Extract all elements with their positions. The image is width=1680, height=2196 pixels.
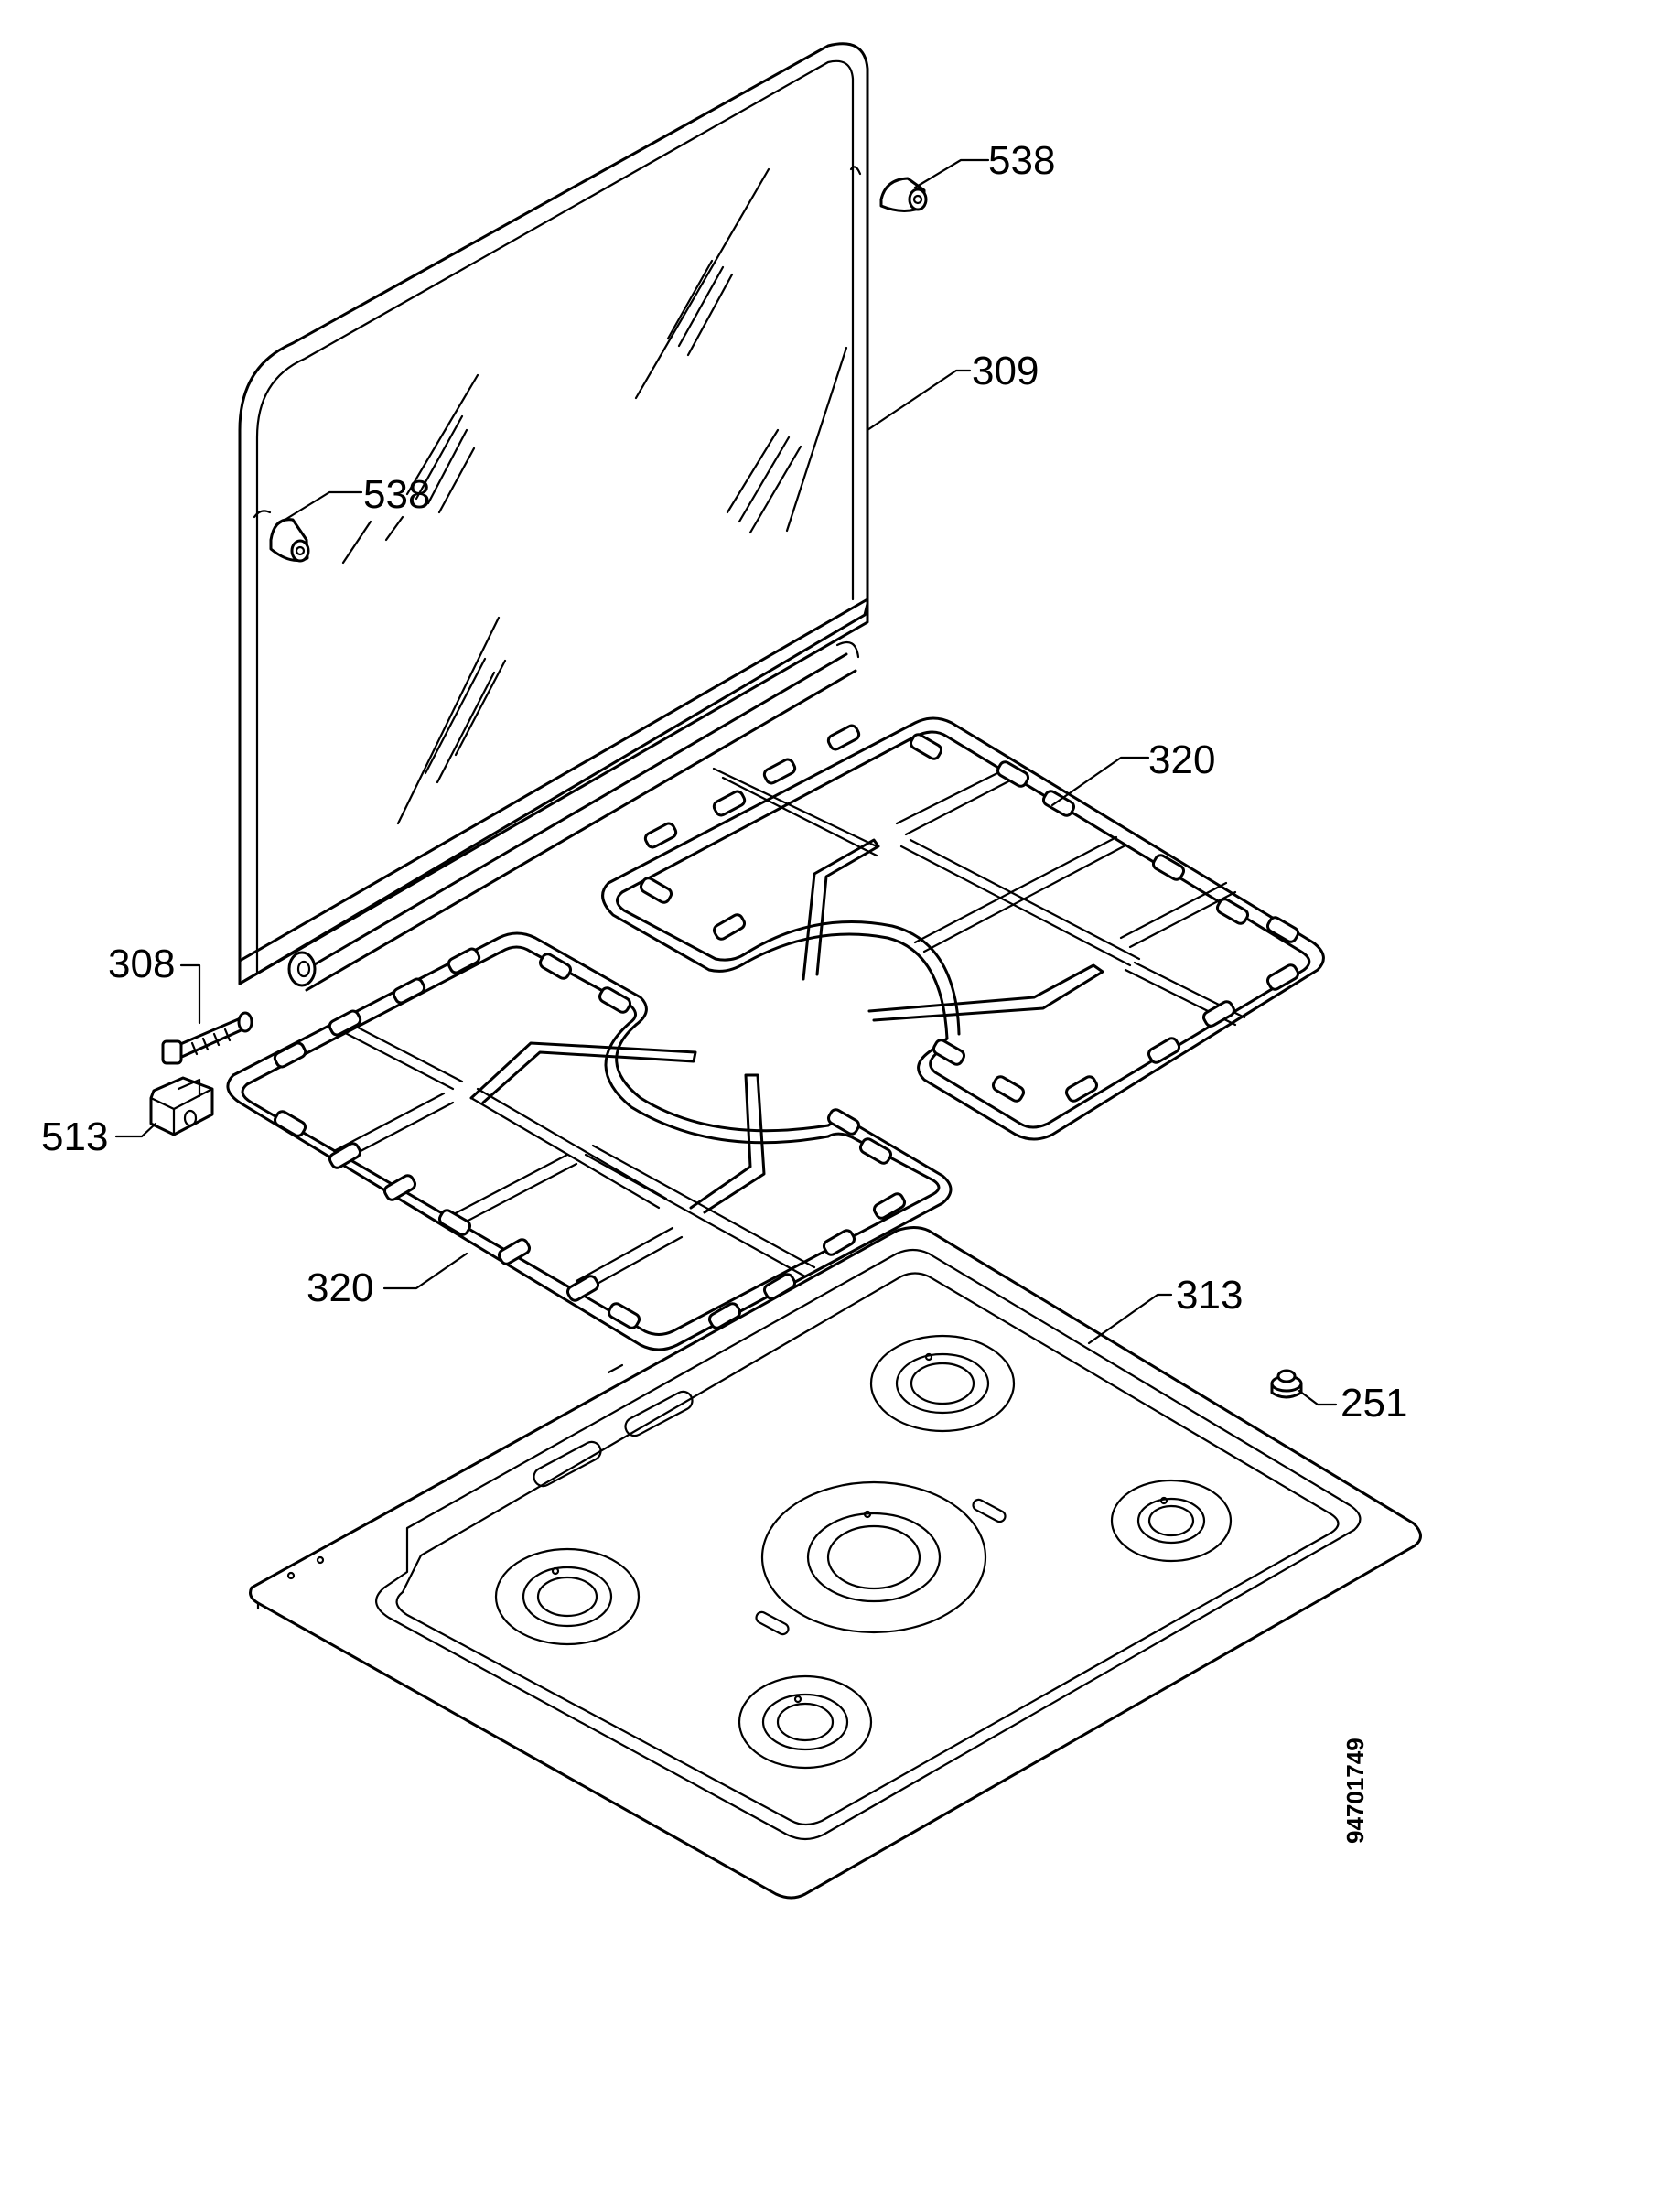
burner-well-left: [494, 1547, 641, 1646]
label-313: 313: [1176, 1273, 1243, 1318]
label-308: 308: [108, 942, 175, 986]
label-309: 309: [972, 349, 1039, 393]
hinge-pin-308: [161, 1011, 253, 1065]
label-538-top: 538: [988, 138, 1055, 183]
pan-support-right: [601, 716, 1325, 1141]
label-320-right: 320: [1148, 737, 1215, 782]
grommet-251: [1270, 1369, 1303, 1399]
label-513: 513: [41, 1114, 108, 1159]
leader-lines: [114, 158, 1338, 1406]
hob-top-plate: [249, 1226, 1422, 1900]
pan-support-left: [226, 931, 953, 1351]
burner-well-front: [738, 1674, 873, 1770]
drawing-code: 94701749: [1341, 1738, 1369, 1844]
burner-well-rear: [869, 1334, 1016, 1433]
glass-lid: [238, 42, 869, 992]
buffer-538-top: [879, 177, 928, 212]
burner-well-right: [1110, 1479, 1233, 1563]
buffer-538-left: [269, 518, 310, 563]
label-251: 251: [1341, 1381, 1407, 1426]
callout-labels: 538 309 538 320 308 513 320 313 251 9470…: [41, 138, 1407, 1844]
hinge-bracket-513: [149, 1076, 214, 1136]
label-538-left: 538: [363, 472, 430, 517]
label-320-left: 320: [307, 1265, 373, 1310]
burner-well-centre: [760, 1480, 987, 1634]
